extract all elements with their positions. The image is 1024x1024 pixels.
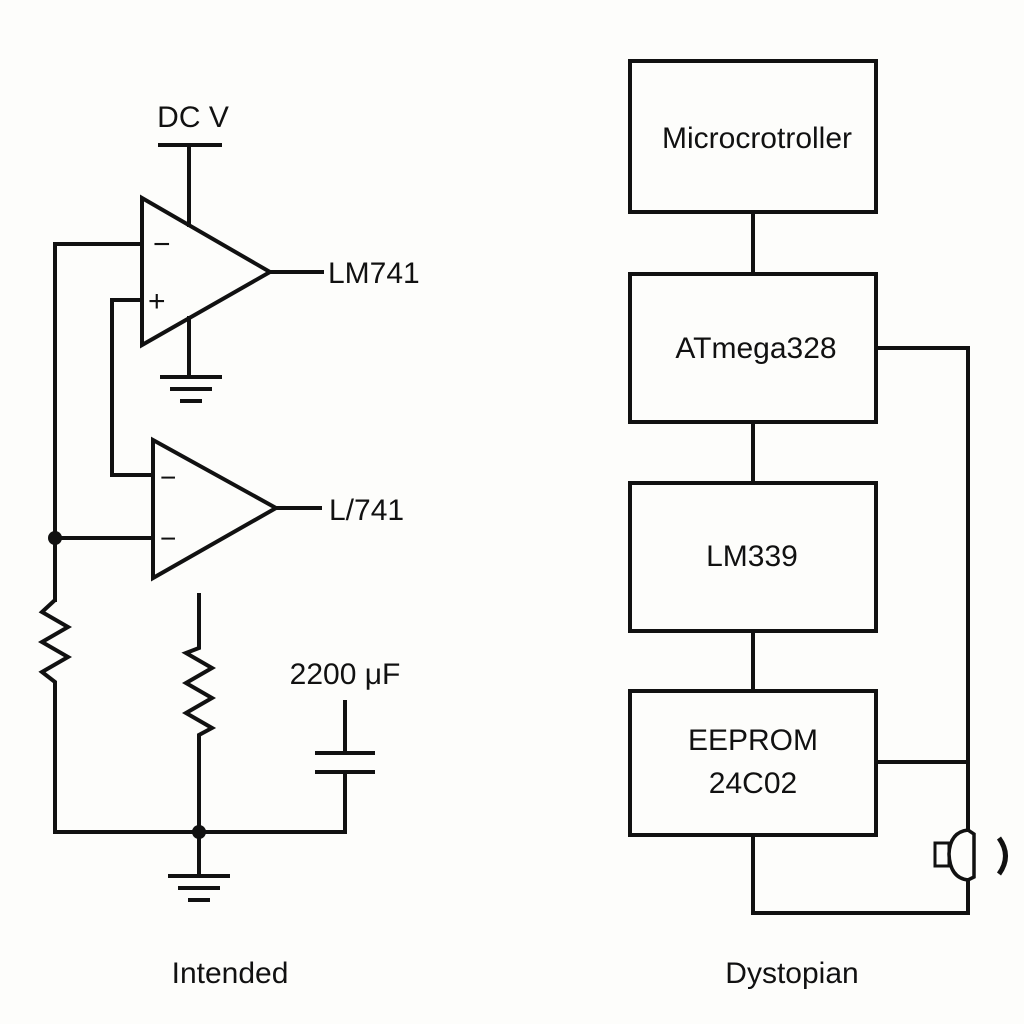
caption-dystopian: Dystopian [725,957,858,990]
right-diagram: Microcrotroller ATmega328 LM339 EEPROM 2… [628,59,1008,990]
resistor-middle [181,593,217,834]
opamp-top-inverting-sign: − [153,228,171,261]
opamp-bottom-input2-sign: − [160,523,176,554]
caption-intended: Intended [172,957,289,990]
ground-icon [168,874,230,902]
junction-dot [48,531,62,545]
opamp-bottom-input1-sign: − [160,462,176,493]
block-microcontroller-label: Microcrotroller [662,122,852,155]
opamp-bottom-label: L/741 [329,494,404,527]
opamp-top-label: LM741 [328,257,420,290]
bottom-loop-wire [751,833,970,915]
capacitor-icon [315,751,375,774]
block-eeprom-label2: 24C02 [709,767,797,800]
block-eeprom [628,689,878,837]
block-atmega328-label: ATmega328 [675,332,836,365]
left-circuit: DC V − + LM741 − − L/741 2200 μF [37,101,420,990]
opamp-top [140,194,275,349]
block-lm339-label: LM339 [706,540,798,573]
opamp-top-noninverting-sign: + [148,285,166,318]
speaker-icon [933,828,1008,882]
capacitor-label: 2200 μF [290,658,401,691]
feedback-wire-left [53,242,144,602]
side-wire [874,346,970,832]
ground-icon [160,375,222,403]
feedback-wire-inner [110,298,154,477]
resistor-left [37,593,73,834]
opamp-bottom [151,436,281,582]
block-eeprom-label: EEPROM [688,724,818,757]
supply-label: DC V [157,101,229,134]
